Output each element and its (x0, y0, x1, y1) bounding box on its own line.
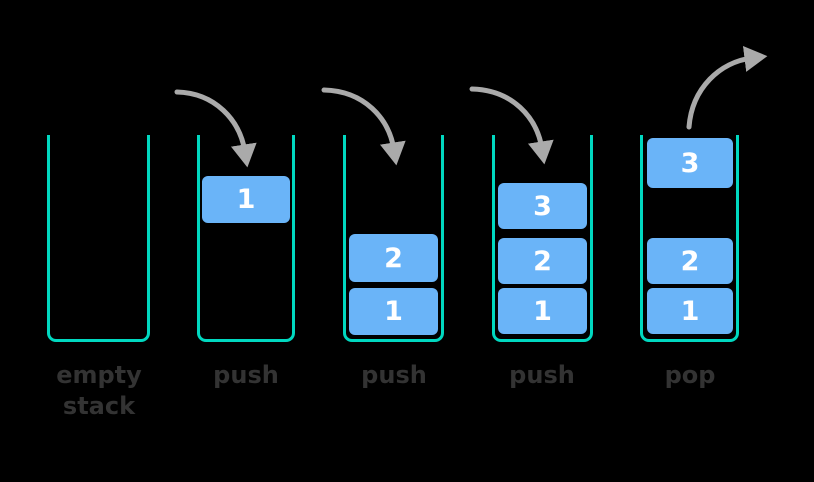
stack-item-3-stage-4: 3 (498, 183, 587, 229)
stack-container-3 (343, 135, 444, 342)
stack-container-5 (640, 135, 739, 342)
pop-arrow-up-stage-5 (686, 46, 768, 130)
stack-item-2-stage-4: 2 (498, 238, 587, 284)
stack-item-2-stage-3: 2 (349, 234, 438, 282)
stack-item-2-stage-5: 2 (647, 238, 733, 284)
stack-item-1-stage-5: 1 (647, 288, 733, 334)
stage-label-4: push (509, 361, 575, 389)
stage-label-3: push (361, 361, 427, 389)
stack-container-1 (47, 135, 150, 342)
stack-container-4 (492, 135, 593, 342)
stack-item-3-stage-5: 3 (647, 138, 733, 188)
stack-item-1-stage-3: 1 (349, 288, 438, 335)
stage-label-5: pop (664, 361, 716, 389)
stage-label-2: push (213, 361, 279, 389)
stack-item-1-stage-4: 1 (498, 288, 587, 334)
stack-container-2 (197, 135, 295, 342)
stack-item-1-stage-2: 1 (202, 176, 290, 223)
stage-label-1: empty stack (56, 361, 142, 420)
